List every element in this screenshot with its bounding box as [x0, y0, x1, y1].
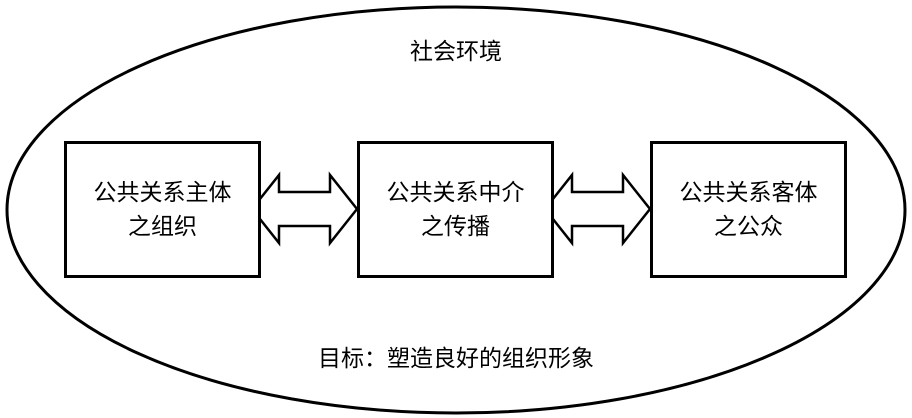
object-public-box: 公共关系客体 之公众	[650, 141, 847, 278]
box-label-line2: 之公众	[714, 213, 783, 240]
box-label-line1: 公共关系中介	[386, 179, 525, 206]
environment-title: 社会环境	[410, 39, 502, 65]
goal-statement: 目标：塑造良好的组织形象	[318, 346, 594, 372]
box-label-line1: 公共关系客体	[679, 179, 818, 206]
box-label-line2: 之传播	[421, 213, 490, 240]
box-label-line1: 公共关系主体	[93, 179, 232, 206]
subject-organization-box: 公共关系主体 之组织	[64, 141, 261, 278]
box-label-line2: 之组织	[128, 213, 197, 240]
medium-communication-box: 公共关系中介 之传播	[357, 141, 554, 278]
